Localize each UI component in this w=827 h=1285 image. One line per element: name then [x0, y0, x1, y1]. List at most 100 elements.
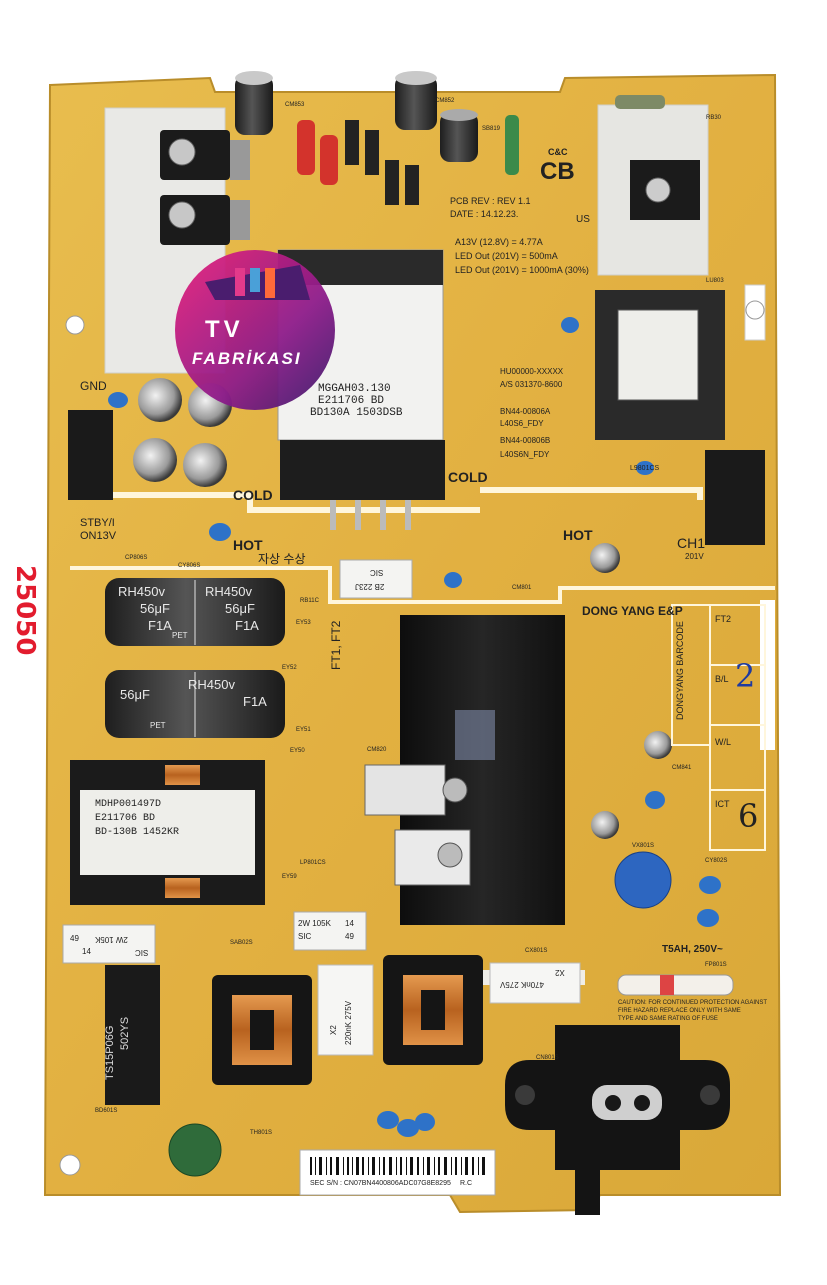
fuse-rating: T5AH, 250V~ [662, 944, 723, 955]
hot-cold-line-left [70, 492, 480, 513]
screw-2 [168, 201, 196, 229]
designator-sab02s: SAB02S [230, 940, 253, 946]
bridge-label-2: TS15P06G [104, 1025, 116, 1080]
bulk-capacitors [105, 578, 285, 738]
small-cap-right [644, 731, 672, 759]
designator-bd601s: BD601S [95, 1108, 118, 1114]
fuse [617, 974, 734, 996]
designator-ey53: RB11C [300, 598, 319, 604]
designator-cy802s: CY802S [705, 858, 728, 864]
resistor1-l1: 2W 105K [298, 919, 331, 928]
cold-right: COLD [448, 469, 488, 485]
inlet-socket [592, 1085, 662, 1120]
common-mode-choke-2 [383, 955, 483, 1065]
designator-vx801s: VX801S [632, 843, 655, 849]
resistor2-l2: SIC [135, 948, 149, 957]
cap2-value: 56μF [225, 601, 255, 616]
designator-dp803c: CM820 [367, 747, 387, 753]
ft-table [671, 604, 766, 851]
designator-ey57: EY59 [282, 874, 297, 880]
right-slot-2 [760, 600, 775, 750]
hot-cold-line-right [480, 487, 703, 500]
ft2-label: FT2 [715, 614, 732, 624]
cold-left: COLD [233, 487, 273, 503]
main-transformer-base [280, 440, 445, 500]
pcb-rev: PCB REV : REV 1.1 [450, 196, 531, 206]
varistor [614, 851, 672, 909]
left-transformer-label-2: E211706 BD [95, 813, 156, 824]
designator-rb30: RB30 [706, 115, 722, 121]
cement-resistor-3 [339, 559, 413, 599]
x2-cap-1 [317, 964, 374, 1056]
diode-3 [385, 160, 399, 205]
designator-ey50: EY51 [296, 727, 311, 733]
isolation-line [70, 566, 775, 604]
designator-cm842: CM841 [672, 765, 692, 771]
screw-1 [168, 138, 196, 166]
spec-line-3: LED Out (201V) = 1000mA (30%) [455, 265, 589, 275]
common-mode-choke-1 [212, 975, 312, 1085]
model-line-2: L40S6_FDY [500, 419, 544, 428]
resistor5-l1: X2 [329, 1025, 338, 1035]
inlet-hole-left [515, 1085, 535, 1105]
top-right-resistor [615, 95, 665, 109]
spec-line-1: A13V (12.8V) = 4.77A [455, 237, 543, 247]
designator-lu803: LU803 [706, 278, 724, 284]
pins-1 [230, 140, 250, 180]
transformer-label-2: E211706 BD [318, 395, 385, 407]
screw-4 [442, 777, 468, 803]
ft-label: FT1, FT2 [329, 620, 343, 670]
left-transformer-label-3: BD-130B 1452KR [95, 827, 180, 838]
cap3-code: F1A [243, 694, 267, 709]
top-capacitors [235, 71, 478, 162]
model-line-4: L40S6N_FDY [500, 450, 550, 459]
cb-mark: CB [540, 158, 575, 185]
connector-left [68, 410, 113, 500]
small-cap-hot [590, 543, 620, 573]
rc-label: R.C [460, 1180, 473, 1187]
cement-resistor-2 [62, 924, 156, 964]
handwritten-side-number: 25050 [10, 565, 40, 656]
small-caps-cluster [133, 378, 232, 487]
mosfet-1 [364, 764, 446, 816]
spec-line-2: LED Out (201V) = 500mA [455, 251, 558, 261]
resistor4-l2: X2 [555, 968, 565, 977]
diode-4 [405, 165, 419, 205]
left-transformer-label-1: MDHP001497D [95, 799, 162, 810]
pfc-inductor-label [80, 790, 255, 875]
green-resistor [505, 115, 519, 175]
barcode-label [299, 1149, 496, 1196]
hot-left: HOT [233, 537, 263, 553]
resistor2-l3: 14 [82, 947, 91, 956]
designator-lp801cs: LP801CS [300, 860, 326, 866]
red-resistor-1 [297, 120, 315, 175]
barcode-bars [310, 1157, 485, 1175]
bridge-rectifier [105, 965, 160, 1105]
hot-right: HOT [563, 527, 593, 543]
heatsink-pad [455, 710, 495, 760]
x2-cap-2 [489, 962, 581, 1004]
csa-mark: C&C [548, 147, 568, 157]
ict-label: ICT [715, 799, 730, 809]
copper-winding-2 [165, 878, 200, 898]
resistor2-l1: 2W 105K [95, 935, 128, 944]
korean-text: 자상 수상 [258, 552, 306, 566]
red-resistor-2 [320, 135, 338, 185]
right-transformer-window [617, 309, 699, 401]
stby-1: STBY/I [80, 517, 115, 529]
model-line-3: BN44-00806B [500, 436, 551, 445]
caution-2: FIRE HAZARD REPLACE ONLY WITH SAME [618, 1008, 741, 1014]
designator-l9801cs: L9801CS [630, 465, 660, 472]
screw-5 [437, 842, 463, 868]
stby-2: ON13V [80, 530, 117, 542]
transformer-label-1: MGGAH03.130 [318, 383, 391, 395]
handwritten-6: 6 [738, 797, 759, 835]
inlet-pin-r [634, 1095, 650, 1111]
designator-sb819: SB819 [482, 126, 501, 132]
transformer-pins [330, 500, 411, 530]
caution-3: TYPE AND SAME RATING OF FUSE [618, 1016, 718, 1022]
handwritten-2: 2 [735, 657, 756, 695]
dongyang-barcode: DONGYANG BARCODE [675, 621, 685, 720]
